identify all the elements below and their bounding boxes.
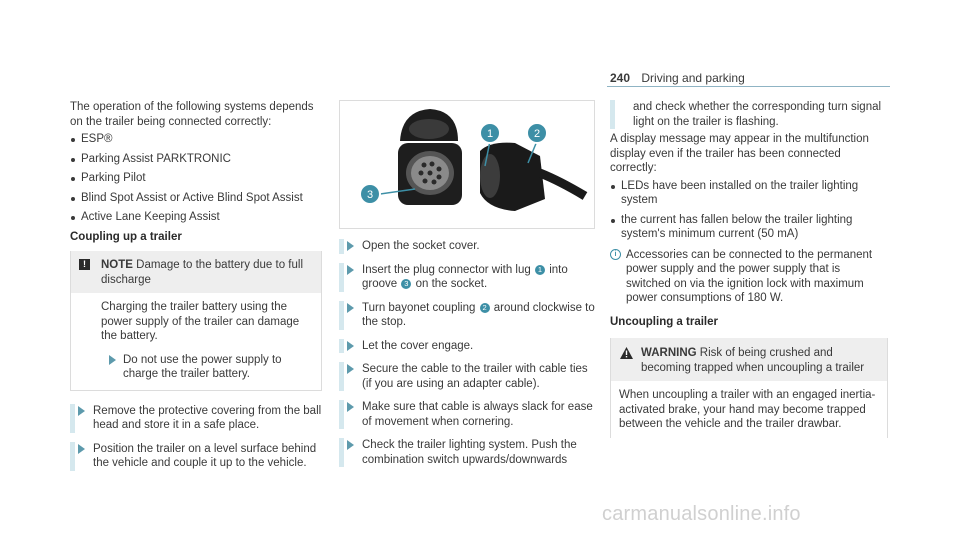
watermark: carmanualsonline.info: [602, 503, 801, 525]
step-text: Turn bayonet coupling: [362, 301, 476, 314]
step-arrow-icon: [347, 364, 354, 374]
callout-line: [484, 140, 491, 167]
header-rule: [607, 86, 890, 87]
step-text: on the socket.: [415, 278, 488, 290]
step-text: around clockwise to the stop.: [362, 301, 595, 329]
step-item: Remove the protective covering from the …: [70, 403, 322, 433]
section-title: Driving and parking: [641, 71, 745, 85]
step-item: Open the socket cover.: [339, 239, 595, 254]
step-text: Insert the plug connector with lug: [362, 263, 531, 276]
list-item: Parking Assist PARKTRONIC: [70, 152, 322, 167]
note-text: Charging the trailer battery using the p…: [101, 301, 300, 342]
display-message-text: A display message may appear in the mult…: [610, 133, 869, 174]
callout-badge-2: 2: [526, 122, 548, 144]
svg-text:3: 3: [367, 189, 373, 201]
list-item: the current has fallen below the trailer…: [610, 213, 888, 242]
note-step: Do not use the power supply to charge th…: [101, 353, 313, 382]
step-text: Secure the cable to the trailer with cab…: [362, 363, 588, 390]
plug-cable: [538, 168, 588, 200]
cover-face: [409, 119, 449, 139]
groove-badge: 3: [401, 279, 412, 289]
step-arrow-icon: [347, 241, 354, 251]
trailer-socket-figure: 1 2 3: [339, 100, 595, 229]
coupling-badge: 2: [479, 302, 490, 313]
svg-text:1: 1: [487, 128, 493, 140]
intro-text: The operation of the following systems d…: [70, 101, 314, 128]
page-number: 240: [610, 71, 631, 85]
info-icon: i: [610, 248, 621, 260]
note-box: ! NOTE Damage to the battery due to full…: [70, 251, 322, 391]
step-arrow-icon: [347, 340, 354, 351]
step-text: Make sure that cable is always slack for…: [362, 401, 593, 428]
column-1: The operation of the following systems d…: [70, 100, 322, 480]
warning-title: Risk of being crushed and becoming trapp…: [641, 347, 865, 374]
warning-text: When uncoupling a trailer with an engage…: [619, 389, 876, 430]
list-item: Active Lane Keeping Assist: [70, 210, 322, 225]
warning-label: WARNING: [641, 347, 697, 359]
list-item: LEDs have been installed on the trailer …: [610, 179, 888, 208]
step-item: Position the trailer on a level surface …: [70, 441, 322, 471]
step-text: into groove: [362, 263, 568, 291]
step-text: Open the socket cover.: [362, 240, 480, 252]
plug-face: [480, 154, 500, 198]
led-list: LEDs have been installed on the trailer …: [610, 179, 888, 242]
svg-text:2: 2: [534, 128, 540, 140]
step-item: Make sure that cable is always slack for…: [339, 400, 595, 429]
note-step-text: Do not use the power supply to charge th…: [123, 353, 282, 381]
step-arrow-icon: [78, 405, 85, 416]
callout-badge-1: 1: [479, 122, 501, 144]
list-item: Parking Pilot: [70, 171, 322, 186]
step-arrow-icon: [109, 354, 116, 365]
note-header: ! NOTE Damage to the battery due to full…: [71, 251, 321, 293]
exclamation-icon: !: [79, 259, 90, 270]
note-label: NOTE: [101, 259, 133, 271]
step-arrow-icon: [347, 440, 354, 450]
callout-line: [379, 188, 416, 195]
step-item: Secure the cable to the trailer with cab…: [339, 362, 595, 391]
step-arrow-icon: [347, 264, 354, 275]
list-item: ESP®: [70, 132, 322, 147]
warning-triangle-icon: [620, 347, 633, 359]
step-item: Insert the plug connector with lug 1 int…: [339, 262, 595, 292]
step-arrow-icon: [78, 443, 85, 454]
systems-list: ESP® Parking Assist PARKTRONIC Parking P…: [70, 132, 322, 225]
step-text: Check the trailer lighting system. Push …: [362, 439, 577, 466]
step-item: Check the trailer lighting system. Push …: [339, 438, 595, 467]
callout-badge-3: 3: [359, 183, 381, 205]
coupling-heading: Coupling up a trailer: [70, 230, 182, 243]
lug-badge: 1: [534, 264, 545, 275]
step-text: Remove the protective covering from the …: [93, 404, 322, 432]
page-header: 240 Driving and parking: [610, 71, 745, 85]
step-text: Let the cover engage.: [362, 339, 474, 352]
column-3: and check whether the corresponding turn…: [610, 100, 888, 438]
warning-box: WARNING Risk of being crushed and becomi…: [610, 338, 888, 438]
info-note: i Accessories can be connected to the pe…: [610, 248, 888, 306]
callout-line: [527, 140, 538, 164]
step-item: Turn bayonet coupling 2 around clockwise…: [339, 300, 595, 330]
step-text: and check whether the corresponding turn…: [633, 101, 882, 128]
step-item: Let the cover engage.: [339, 338, 595, 353]
step-continuation: and check whether the corresponding turn…: [610, 100, 888, 129]
steps-list: Remove the protective covering from the …: [70, 403, 322, 471]
column-2: 1 2 3 Open the socket cover. Insert the …: [339, 100, 595, 476]
uncoupling-heading: Uncoupling a trailer: [610, 315, 718, 328]
warning-body: When uncoupling a trailer with an engage…: [611, 381, 887, 438]
info-text: Accessories can be connected to the perm…: [626, 248, 873, 305]
step-arrow-icon: [347, 302, 354, 313]
list-item: Blind Spot Assist or Active Blind Spot A…: [70, 191, 322, 206]
note-body: Charging the trailer battery using the p…: [71, 293, 321, 390]
note-title: Damage to the battery due to full discha…: [101, 259, 304, 286]
socket-illustration: 1 2 3: [359, 109, 588, 211]
step-arrow-icon: [347, 402, 354, 412]
warning-header: WARNING Risk of being crushed and becomi…: [611, 338, 887, 381]
step-text: Position the trailer on a level surface …: [93, 442, 317, 470]
pin-holes: [418, 161, 442, 185]
